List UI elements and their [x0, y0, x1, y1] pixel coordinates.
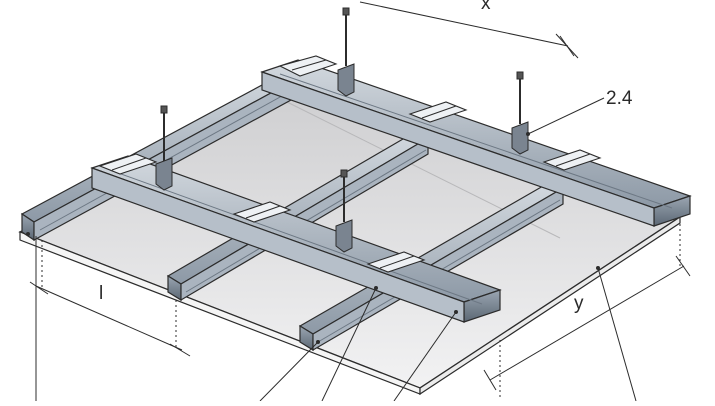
cross-connector: [366, 251, 426, 273]
cross-connector: [278, 55, 338, 77]
cross-connectors: [98, 55, 602, 273]
cross-connector: [98, 153, 158, 175]
hanger: [511, 71, 529, 155]
hanger: [337, 7, 355, 97]
dimension-label-y: y: [574, 293, 584, 314]
cross-connector: [232, 201, 292, 223]
hangers: [155, 7, 529, 253]
hanger-spacing-label: 2.4: [606, 88, 633, 109]
main-profile: [260, 59, 692, 227]
secondary-profiles: [20, 69, 565, 352]
leader-dots: [26, 132, 600, 344]
dimension-label-l: l: [99, 283, 104, 304]
hanger: [155, 105, 173, 191]
dimension-label-x: x: [481, 0, 491, 14]
hanger: [335, 169, 353, 253]
cross-connector: [408, 101, 468, 123]
cross-connector: [542, 149, 602, 171]
dimension-lines: [29, 1, 691, 402]
